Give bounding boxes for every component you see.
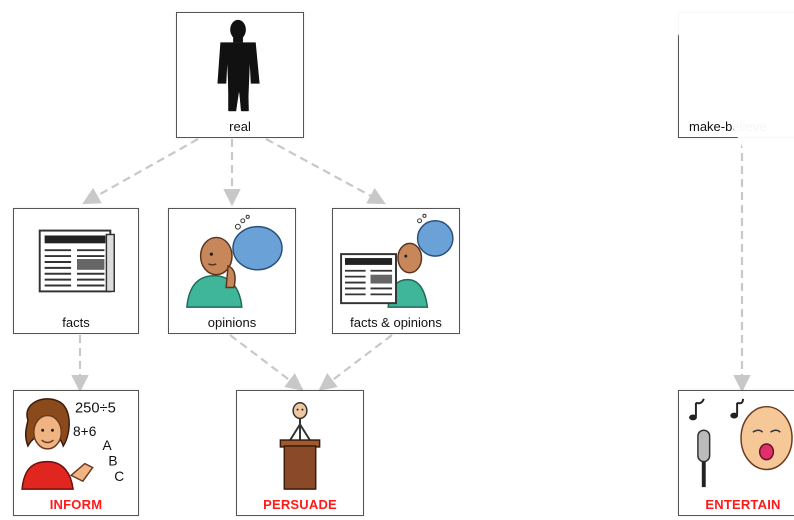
speaker-at-podium-icon — [237, 391, 363, 493]
card-entertain-label: ENTERTAIN — [705, 497, 781, 512]
connector-real-facts — [82, 138, 199, 205]
card-opinions: opinions — [168, 208, 296, 334]
standing-person-silhouette-icon — [177, 13, 303, 115]
card-persuade-label: PERSUADE — [263, 497, 337, 512]
letter-b: B — [108, 454, 117, 469]
card-inform: 250÷5 8+6 A B C INFORM — [13, 390, 139, 516]
connector-real-facts-opinions — [265, 138, 386, 205]
math-text-division: 250÷5 — [75, 401, 116, 417]
newspaper-icon — [14, 209, 138, 311]
letter-c: C — [114, 469, 124, 484]
card-facts-opinions: facts & opinions — [332, 208, 460, 334]
make-believe-picture — [679, 13, 794, 115]
card-make-believe: make-believe — [678, 12, 794, 138]
thinking-person-icon — [169, 209, 295, 311]
card-persuade: PERSUADE — [236, 390, 364, 516]
singing-face-microphone-icon — [679, 391, 794, 493]
connector-facts-opinions-persuade — [318, 334, 393, 391]
card-facts-label: facts — [62, 315, 90, 330]
card-facts: facts — [13, 208, 139, 334]
teacher-math-icon: 250÷5 8+6 A B C — [14, 391, 138, 493]
card-facts-opinions-label: facts & opinions — [350, 315, 442, 330]
letter-a: A — [102, 438, 112, 453]
math-text-addition: 8+6 — [73, 424, 97, 439]
newspaper-thinking-person-icon — [333, 209, 459, 311]
connector-opinions-persuade — [229, 334, 304, 391]
card-opinions-label: opinions — [207, 315, 257, 330]
card-real-label: real — [229, 119, 251, 134]
card-inform-label: INFORM — [49, 497, 103, 512]
card-real: real — [176, 12, 304, 138]
card-entertain: ENTERTAIN — [678, 390, 794, 516]
card-make-believe-label: make-believe — [689, 119, 767, 134]
